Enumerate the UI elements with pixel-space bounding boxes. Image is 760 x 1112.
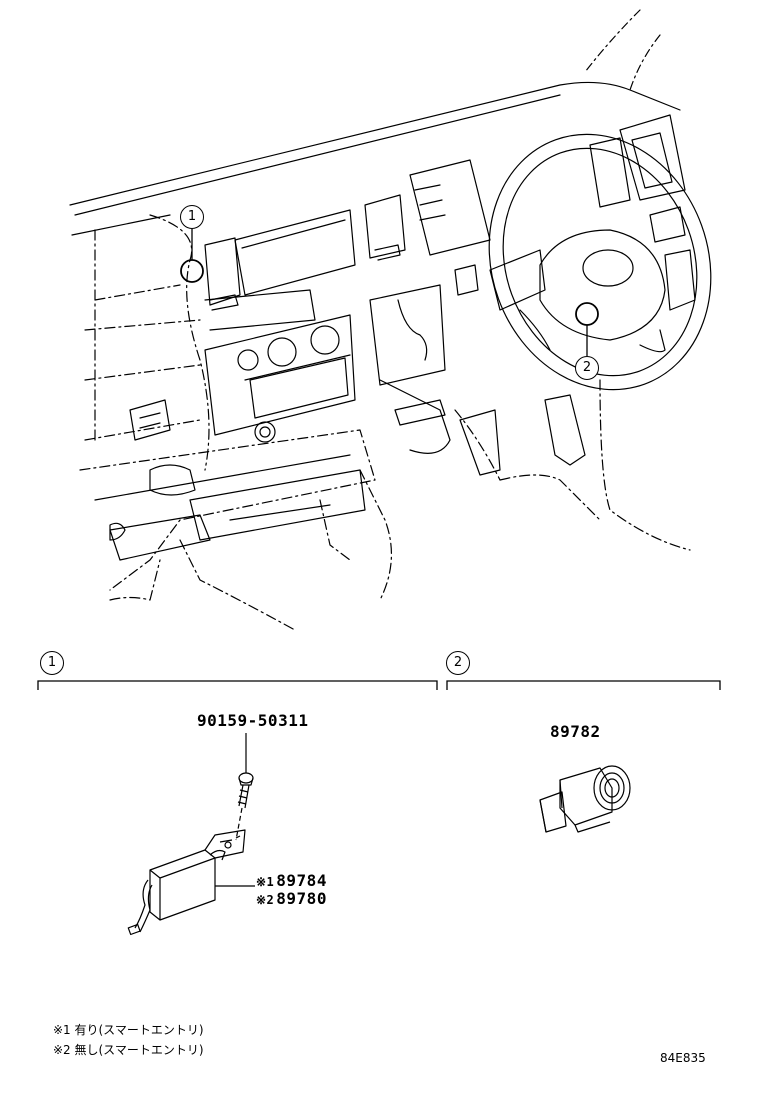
section-2-bracket	[446, 680, 721, 690]
part-illustrations	[127, 733, 631, 936]
bolt-part-number: 90159-50311	[197, 711, 309, 730]
section-label-1: 1	[40, 651, 64, 675]
bolt-drawing	[237, 772, 254, 809]
sensor-part-number: 89782	[550, 722, 601, 741]
illustration-code: 84E835	[660, 1051, 706, 1065]
footnote-1: ※1 有り(スマートエントリ)	[53, 1023, 204, 1037]
diagram-callout-2: 2	[575, 356, 599, 380]
part-number-89780: 89780	[276, 889, 327, 908]
footnote-2: ※2 無し(スマートエントリ)	[53, 1043, 204, 1057]
sensor-drawing	[539, 765, 631, 833]
location-markers	[180, 229, 599, 356]
location-marker-2	[575, 302, 599, 326]
variant-mark-1: ※1	[256, 875, 275, 889]
part-number-89784: 89784	[276, 871, 327, 890]
location-marker-1	[180, 259, 204, 283]
diagram-callout-1: 1	[180, 205, 204, 229]
section-brackets	[37, 680, 721, 690]
computer-drawing	[127, 829, 246, 936]
dashboard-illustration	[69, 9, 712, 631]
section-1-bracket	[37, 680, 438, 690]
section-label-2: 2	[446, 651, 470, 675]
variant-mark-2: ※2	[256, 893, 275, 907]
